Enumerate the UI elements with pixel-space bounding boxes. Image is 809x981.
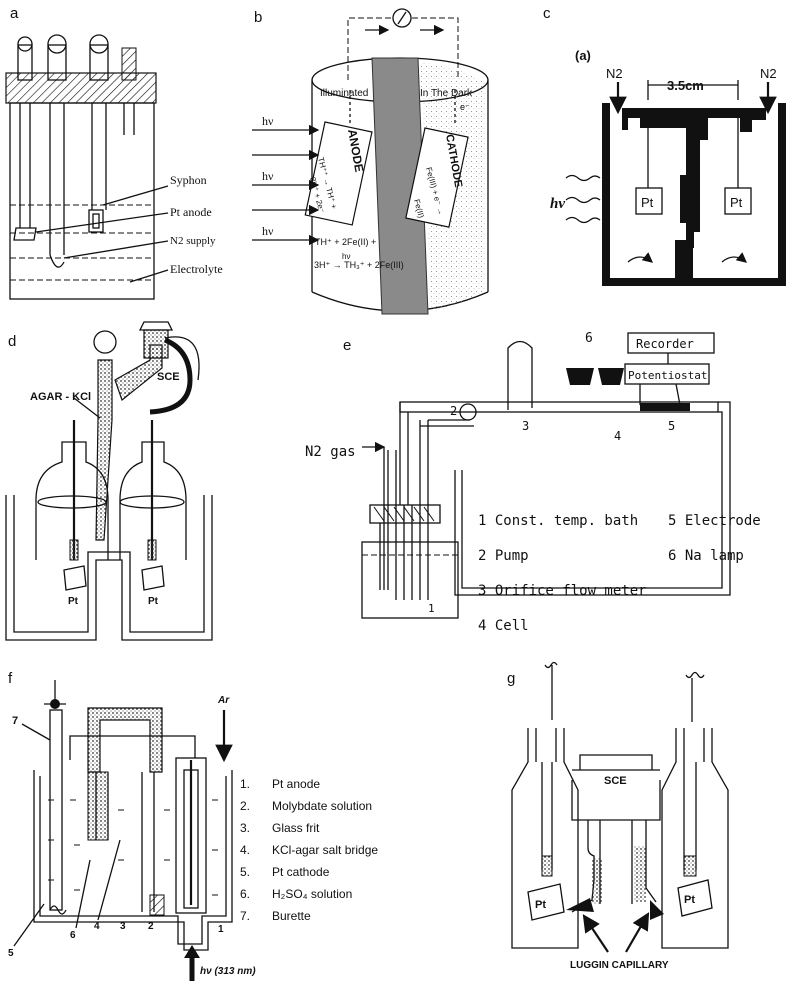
num-2-f: 2	[148, 921, 154, 932]
hv-f: hν (313 nm)	[200, 966, 256, 977]
num-2-e: 2	[450, 404, 457, 418]
ammeter	[392, 8, 412, 28]
panel-d: d SCE AGAR - KCl Pt Pt	[5, 321, 213, 641]
legend-f-1: Pt anode	[272, 777, 320, 791]
potentiostat-box	[624, 363, 710, 385]
panel-a: a Syphon Pt anode	[5, 5, 223, 300]
legend-f-2: Molybdate solution	[272, 799, 372, 813]
cell-lid	[5, 72, 157, 104]
callout-syphon: Syphon	[170, 173, 207, 187]
panel-a-label: a	[10, 5, 19, 22]
bottom-hv: hν	[342, 252, 350, 261]
panel-f-label: f	[8, 670, 13, 687]
panel-e: e Recorder Potentiostat 6 2 3 4 5 N2 gas	[305, 331, 761, 634]
legend-f: 1. 2. 3. 4. 5. 6. 7. Pt anode Molybdate …	[240, 777, 378, 923]
luggin-label: LUGGIN CAPILLARY	[570, 960, 669, 971]
panel-c: c (a) N2 N2 3.5cm Pt Pt hν	[543, 5, 786, 286]
legend-f-num-5: 5.	[240, 865, 250, 879]
num-3-f: 3	[120, 921, 126, 932]
callout-n2-supply: N2 supply	[170, 235, 216, 247]
callout-pt-anode: Pt anode	[170, 205, 212, 219]
num-1-e: 1	[428, 602, 435, 615]
legend-f-4: KCl-agar salt bridge	[272, 843, 378, 857]
num-4-f: 4	[94, 921, 100, 932]
callout-electrolyte: Electrolyte	[170, 262, 223, 276]
bottom-reaction-2: 3H⁺ → TH₃⁺ + 2Fe(III)	[314, 260, 404, 270]
panel-d-label: d	[8, 333, 16, 350]
label-e-right: e⁻	[460, 102, 470, 112]
anode-plate	[304, 121, 373, 226]
hv-2: hν	[262, 169, 274, 183]
potentiostat-label: Potentiostat	[628, 369, 707, 382]
num-6: 6	[585, 331, 593, 346]
legend-f-7: Burette	[272, 909, 311, 923]
pt-right-g: Pt	[684, 894, 695, 906]
panel-g-label: g	[507, 670, 515, 687]
label-illuminated: Illuminated	[320, 88, 368, 99]
legend-e: 1 Const. temp. bath 2 Pump 3 Orifice flo…	[478, 513, 761, 634]
num-5-f: 5	[8, 948, 14, 959]
distance-label: 3.5cm	[667, 78, 704, 93]
legend-f-num-6: 6.	[240, 887, 250, 901]
panel-e-label: e	[343, 337, 351, 354]
n2-right: N2	[760, 66, 777, 81]
agar-label: AGAR - KCl	[30, 391, 91, 403]
legend-f-num-2: 2.	[240, 799, 250, 813]
const-temp-bath	[361, 541, 459, 619]
legend-f-num-1: 1.	[240, 777, 250, 791]
legend-e-6: 6 Na lamp	[668, 548, 744, 564]
n2-gas-label: N2 gas	[305, 444, 356, 460]
num-7-f: 7	[12, 715, 18, 727]
pump	[459, 403, 477, 421]
ar-label: Ar	[217, 695, 230, 706]
panel-g: g Pt Pt SCE LUGGIN CAPIL	[507, 661, 729, 971]
legend-e-5: 5 Electrode	[668, 513, 761, 529]
pt-left-c: Pt	[641, 195, 654, 210]
panel-b: b Illuminated In The Dark e⁻ e⁻ ANODE TH…	[252, 8, 489, 315]
hv-1: hν	[262, 114, 274, 128]
legend-f-5: Pt cathode	[272, 865, 330, 879]
label-dark: In The Dark	[420, 88, 473, 99]
pt-left-d: Pt	[68, 596, 79, 607]
hv-3: hν	[262, 224, 274, 238]
pt-left-g: Pt	[535, 899, 546, 911]
legend-f-3: Glass frit	[272, 821, 320, 835]
cathode-plate	[405, 127, 469, 228]
light-arrows	[252, 124, 320, 246]
num-4-e: 4	[614, 429, 621, 443]
na-lamp-1	[566, 368, 594, 385]
legend-f-num-3: 3.	[240, 821, 250, 835]
bottom-reaction-1: TH⁺ + 2Fe(II) +	[315, 237, 376, 247]
hv-c: hν	[550, 196, 565, 212]
num-6-f: 6	[70, 930, 76, 941]
num-1-f: 1	[218, 924, 224, 935]
panel-c-sub: (a)	[575, 48, 591, 63]
pt-right-d: Pt	[148, 596, 159, 607]
sce-label-g: SCE	[604, 775, 627, 787]
panel-c-label: c	[543, 5, 551, 22]
legend-e-4: 4 Cell	[478, 618, 529, 634]
na-lamp-2	[598, 368, 624, 385]
num-5-e: 5	[668, 419, 675, 433]
pt-right-c: Pt	[730, 195, 743, 210]
legend-e-3: 3 Orifice flow meter	[478, 583, 647, 599]
membrane	[371, 57, 429, 315]
sce-label-d: SCE	[157, 371, 180, 383]
recorder-box	[627, 332, 715, 354]
recorder-label: Recorder	[636, 337, 694, 351]
n2-left: N2	[606, 66, 623, 81]
cell-body	[9, 102, 155, 300]
num-3-e: 3	[522, 419, 529, 433]
panel-f: f 7 Ar	[8, 670, 378, 981]
legend-f-num-4: 4.	[240, 843, 250, 857]
legend-f-6: H₂SO₄ solution	[272, 887, 352, 901]
legend-e-1: 1 Const. temp. bath	[478, 513, 638, 529]
salt-bridge	[87, 707, 163, 773]
legend-e-2: 2 Pump	[478, 548, 529, 564]
panel-b-label: b	[254, 9, 262, 26]
legend-f-num-7: 7.	[240, 909, 250, 923]
